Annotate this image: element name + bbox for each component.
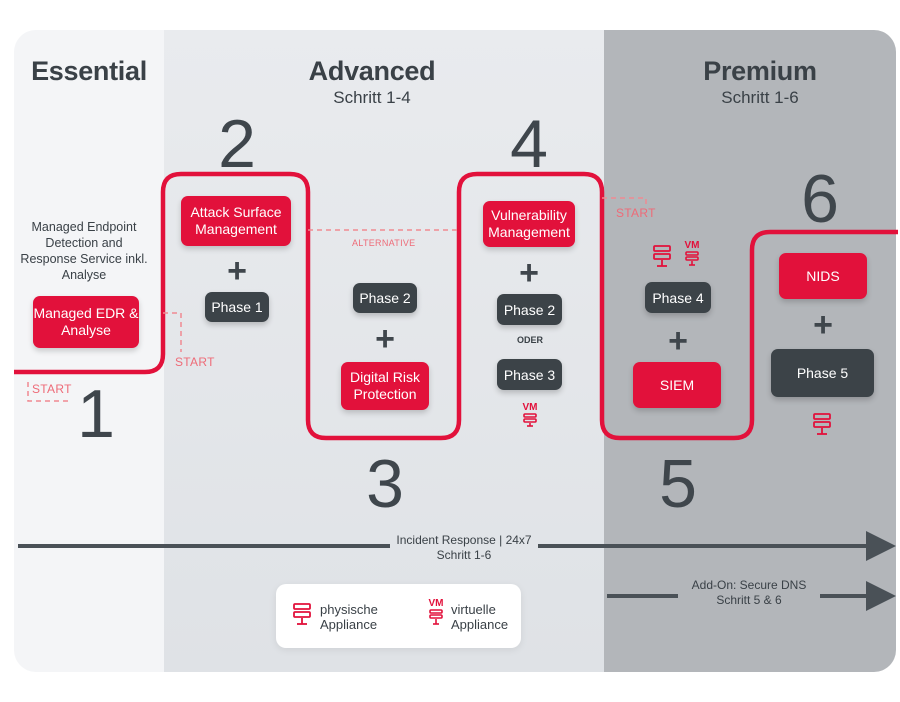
essential-column	[14, 30, 164, 672]
physical-appliance-icon	[293, 603, 311, 625]
red-step-path	[14, 171, 898, 441]
oder-label: ODER	[516, 335, 543, 345]
incident-response-label: Incident Response | 24x7 Schritt 1-6	[388, 533, 540, 563]
physical-appliance-icon	[813, 413, 831, 435]
legend-virtual-line1: virtuelle	[451, 602, 496, 617]
plus-icon: +	[668, 322, 688, 360]
virtual-appliance-icon: VM	[520, 402, 540, 432]
phase4-box: Phase 4	[645, 282, 711, 313]
start-label-2: START	[175, 355, 215, 369]
physical-appliance-icon	[653, 245, 671, 267]
phase3-box: Phase 3	[497, 359, 562, 390]
start-label-5: START	[616, 206, 656, 220]
virtual-appliance-icon: VM	[426, 598, 446, 632]
digital-risk-protection-box: Digital Risk Protection	[341, 362, 429, 410]
step-number-5: 5	[659, 446, 697, 522]
legend: physische Appliance VM virtuelle Applian…	[276, 584, 521, 648]
legend-physical-line2: Appliance	[320, 617, 378, 632]
incident-response-arrow	[18, 531, 896, 561]
nids-box: NIDS	[779, 253, 867, 299]
step-number-4: 4	[510, 106, 548, 182]
legend-physical-line1: physische	[320, 602, 378, 617]
legend-virtual-label: virtuelle Appliance	[451, 602, 508, 632]
virtual-appliance-icon: VM	[682, 240, 702, 272]
step-number-6: 6	[801, 161, 839, 237]
phase2-box: Phase 2	[353, 283, 417, 313]
step1-description: Managed Endpoint Detection and Response …	[20, 220, 148, 282]
dashed-connectors	[27, 197, 647, 402]
phase5-box: Phase 5	[771, 349, 874, 397]
addon-arrow	[607, 581, 896, 611]
incident-response-steps: Schritt 1-6	[436, 548, 492, 562]
advanced-title: Advanced	[308, 56, 436, 86]
incident-response-title: Incident Response | 24x7	[396, 533, 532, 547]
step-number-1: 1	[77, 376, 115, 452]
vm-label: VM	[684, 240, 700, 251]
premium-title: Premium	[703, 56, 817, 86]
essential-title: Essential	[31, 56, 147, 86]
step-number-3: 3	[366, 446, 404, 522]
step-number-2: 2	[218, 106, 256, 182]
legend-virtual-line2: Appliance	[451, 617, 509, 632]
vulnerability-management-box: Vulnerability Management	[483, 201, 575, 247]
alternative-label: ALTERNATIVE	[352, 238, 416, 248]
legend-physical-label: physische Appliance	[320, 602, 378, 632]
plus-icon: +	[375, 320, 395, 358]
plus-icon: +	[519, 254, 539, 292]
phase2-box: Phase 2	[497, 294, 562, 325]
start-label-1: START	[32, 382, 72, 396]
addon-steps: Schritt 5 & 6	[716, 593, 782, 607]
phase1-box: Phase 1	[205, 292, 269, 322]
premium-subtitle: Schritt 1-6	[721, 88, 799, 107]
plus-icon: +	[813, 306, 833, 344]
advanced-subtitle: Schritt 1-4	[333, 88, 411, 107]
addon-label: Add-On: Secure DNS Schritt 5 & 6	[678, 578, 820, 608]
plus-icon: +	[227, 252, 247, 290]
managed-edr-box: Managed EDR & Analyse	[33, 296, 139, 348]
attack-surface-management-box: Attack Surface Management	[181, 196, 291, 246]
addon-title: Add-On: Secure DNS	[691, 578, 807, 592]
vm-label: VM	[428, 598, 444, 609]
advanced-column	[164, 30, 604, 672]
vm-label: VM	[522, 402, 538, 413]
siem-box: SIEM	[633, 362, 721, 408]
